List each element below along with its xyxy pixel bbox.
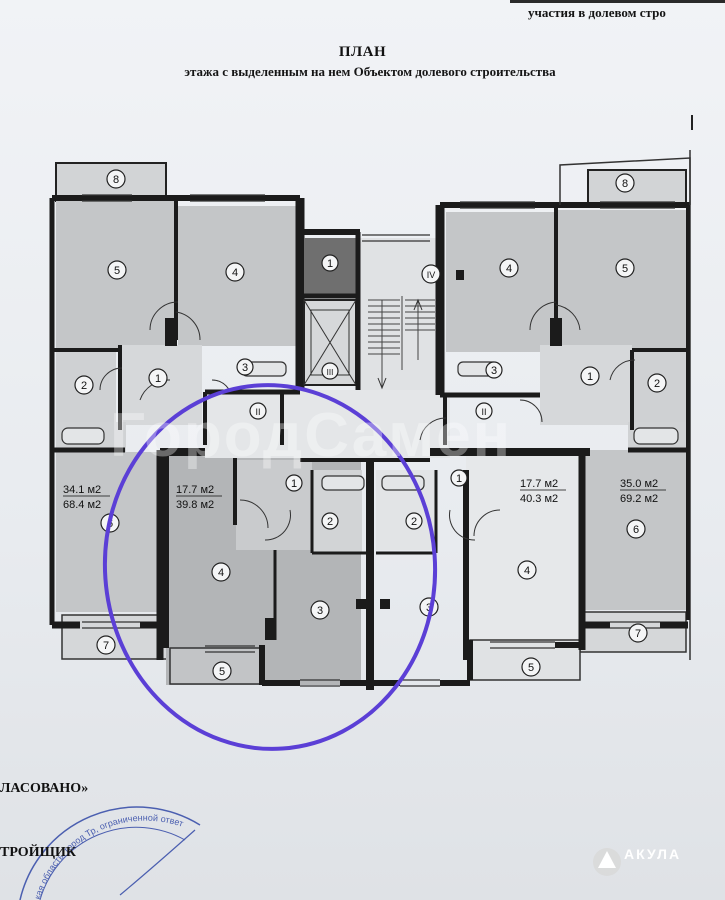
total-area-label: 69.2 м2 (620, 493, 658, 505)
room-number: 3 (426, 602, 432, 614)
room-fill (540, 345, 632, 425)
room-number: 5 (114, 265, 120, 277)
logo-badge (593, 848, 621, 876)
stair-steps (368, 296, 435, 388)
room-fill (236, 460, 312, 550)
core-label: IV (427, 270, 436, 280)
developer-label: ТРОЙЩИК (0, 845, 77, 860)
room-number: 2 (654, 378, 660, 390)
plan-subtitle: этажа с выделенным на нем Объектом долев… (184, 64, 556, 79)
logo-text: АКУЛА (624, 846, 682, 862)
core-label: II (255, 407, 260, 417)
balcony-room (579, 611, 687, 653)
header-rule (510, 0, 725, 3)
apartment-area-labels: 34.1 м2 68.4 м2 17.7 м2 39.8 м2 17.7 м2 … (63, 478, 666, 511)
room-number: 4 (232, 267, 238, 279)
header-corner-text: участия в долевом стро (528, 5, 666, 20)
windows (82, 194, 340, 687)
balcony-room (587, 169, 687, 207)
room-number: 6 (633, 524, 639, 536)
room-number: 5 (622, 263, 628, 275)
room-number: 1 (456, 473, 462, 485)
highlight-ring (102, 383, 438, 751)
room-number: 1 (155, 373, 161, 385)
room-number: 5 (219, 666, 225, 678)
room-fill (466, 455, 580, 645)
core-label: III (327, 368, 334, 377)
room-number: 2 (327, 516, 333, 528)
room-number: 4 (524, 565, 530, 577)
room-number: 8 (622, 178, 628, 190)
room-number: 1 (327, 258, 333, 270)
room-number: 4 (506, 263, 512, 275)
plan-title: ПЛАН (338, 44, 387, 60)
room-number: 3 (491, 365, 497, 377)
room-number: 3 (242, 362, 248, 374)
room-number: 4 (218, 567, 224, 579)
living-area-label: 17.7 м2 (520, 478, 558, 490)
living-area-label: 34.1 м2 (63, 484, 101, 496)
room-number: 3 (317, 605, 323, 617)
room-fill (558, 210, 686, 350)
bathtub (321, 475, 365, 491)
door-arcs (419, 301, 636, 541)
windows (362, 234, 430, 242)
total-area-label: 40.3 м2 (520, 493, 558, 505)
bathtub (61, 427, 105, 445)
room-number: 7 (635, 628, 641, 640)
room-number: 1 (291, 478, 297, 490)
right-wing (372, 157, 691, 687)
corridor (205, 390, 450, 458)
living-area-label: 35.0 м2 (620, 478, 658, 490)
core-walls (203, 205, 550, 445)
room-number: 2 (81, 380, 87, 392)
room-number-markers (74, 169, 667, 681)
utility-blocks (165, 270, 562, 609)
room-number: 5 (528, 662, 534, 674)
left-wing (49, 162, 430, 690)
agreed-label: ЛАСОВАНО» (0, 781, 89, 796)
room-number: 7 (103, 640, 109, 652)
walls (372, 202, 690, 686)
windows (400, 201, 675, 687)
total-area-label: 68.4 м2 (63, 499, 101, 511)
room-fill (446, 212, 554, 352)
stair-hall (360, 238, 440, 393)
room-number: 1 (587, 371, 593, 383)
room-number: 8 (113, 174, 119, 186)
building-core (203, 205, 550, 458)
logo: АКУЛА (588, 846, 681, 862)
total-area-label: 39.8 м2 (176, 499, 214, 511)
room-number: 2 (411, 516, 417, 528)
living-area-label: 17.7 м2 (176, 484, 214, 496)
core-label: II (481, 407, 486, 417)
watermark: ГородСамен (110, 401, 513, 470)
bathtub (633, 427, 679, 445)
